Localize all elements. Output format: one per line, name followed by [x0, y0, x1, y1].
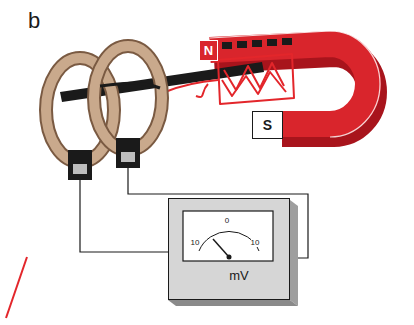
meter-bottom — [168, 300, 298, 306]
magnet-highlight — [210, 31, 380, 137]
panel-letter: b — [28, 10, 40, 32]
armature-coil — [165, 54, 294, 104]
south-pole: S — [252, 111, 283, 139]
millivoltmeter: 10 0 10 mV — [168, 198, 290, 300]
pole-letter: S — [263, 118, 272, 132]
meter-side — [290, 200, 298, 306]
meter-face — [169, 199, 288, 298]
scale-number: 10 — [251, 239, 260, 247]
horseshoe-magnet — [210, 44, 368, 124]
magnet-windings — [222, 38, 292, 49]
slip-rings — [46, 46, 162, 162]
pole-letter: N — [204, 44, 213, 57]
scale-number: 10 — [191, 239, 200, 247]
scale-number: 0 — [225, 217, 229, 225]
brushes — [68, 138, 140, 180]
annotation-slash — [6, 257, 27, 318]
unit-label: mV — [229, 269, 249, 282]
north-pole: N — [199, 40, 218, 61]
